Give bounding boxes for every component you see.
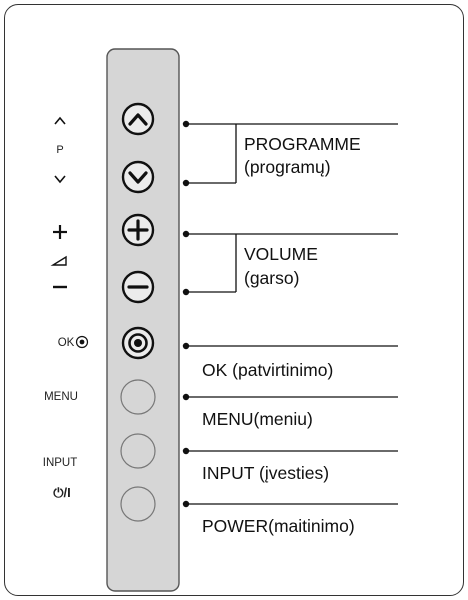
menu-callout: MENU(meniu) xyxy=(202,409,313,429)
input-label: INPUT xyxy=(42,457,78,469)
programme-label: PROGRAMME xyxy=(244,134,361,154)
power-button xyxy=(120,486,156,522)
ok-target-icon xyxy=(134,339,142,347)
leader-dots xyxy=(182,120,190,508)
ok-button xyxy=(121,326,155,360)
plus-icon xyxy=(53,225,67,239)
volume-label: VOLUME xyxy=(244,244,318,264)
power-icon: ⏻/I xyxy=(53,485,71,500)
ok-callout: OK (patvirtinimo) xyxy=(202,360,334,380)
programme-up-button xyxy=(121,102,155,136)
menu-label: MENU xyxy=(44,391,78,403)
programme-down-button xyxy=(121,160,155,194)
input-button xyxy=(120,433,156,469)
volume-down-button xyxy=(121,270,155,304)
leader-lines xyxy=(186,123,398,505)
chevron-up-icon xyxy=(128,113,148,126)
chevron-up-icon xyxy=(54,116,66,125)
input-callout: INPUT (įvesties) xyxy=(202,463,330,483)
p-label: P xyxy=(56,144,64,156)
diagram-frame xyxy=(4,4,464,596)
programme-sub-label: (programų) xyxy=(244,157,331,177)
ok-target-icon xyxy=(75,335,89,349)
ok-label: OK xyxy=(57,337,75,349)
menu-button xyxy=(120,379,156,415)
chevron-down-icon xyxy=(128,171,148,184)
power-label: ⏻/I xyxy=(53,485,71,501)
power-callout: POWER(maitinimo) xyxy=(202,516,355,536)
chevron-down-icon xyxy=(54,175,66,184)
volume-up-button xyxy=(121,213,155,247)
volume-ramp-icon xyxy=(50,255,67,266)
volume-sub-label: (garso) xyxy=(244,268,300,288)
